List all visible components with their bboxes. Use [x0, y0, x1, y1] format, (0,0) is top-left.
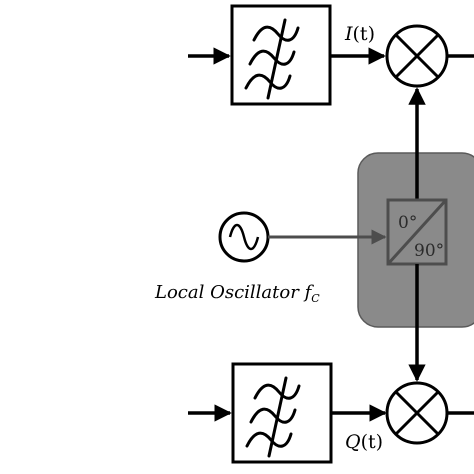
i-filter-block — [230, 4, 332, 106]
phase-shifter-90-label: 90° — [414, 241, 444, 261]
phase-shifter-block: 0° 90° — [386, 198, 448, 266]
i-mixer — [385, 24, 449, 88]
band-pass-filter-icon — [245, 376, 301, 458]
local-oscillator — [218, 211, 270, 263]
q-mixer — [385, 381, 449, 445]
band-pass-filter-icon — [244, 18, 300, 100]
q-signal-label: Q(t) — [345, 431, 383, 453]
phase-shifter-0-label: 0° — [398, 213, 417, 233]
local-oscillator-label: Local Oscillator fC — [154, 282, 320, 305]
i-signal-label: I(t) — [344, 23, 375, 45]
q-filter-block — [231, 362, 333, 464]
phase-splitter-region — [357, 152, 474, 328]
